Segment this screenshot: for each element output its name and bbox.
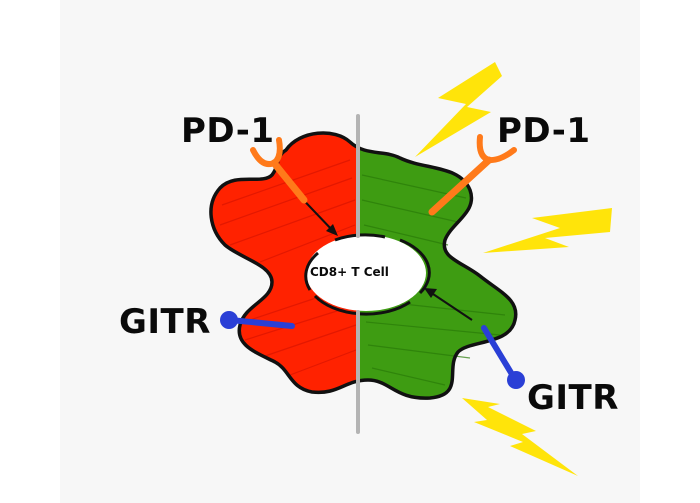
lightning-bolt-icon xyxy=(483,208,612,253)
cd8-t-cell-label: CD8+ T Cell xyxy=(310,265,389,279)
gitr-label-right: GITR xyxy=(527,378,619,418)
pd1-label-right: PD-1 xyxy=(497,111,591,151)
lightning-bolt-icon xyxy=(415,62,502,157)
lightning-bolt-icon xyxy=(462,398,578,476)
lollipop-receptor-icon xyxy=(220,311,295,329)
lollipop-receptor-icon xyxy=(481,325,525,389)
y-shaped-receptor-icon xyxy=(250,137,308,204)
gitr-label-left: GITR xyxy=(119,302,211,342)
pd1-label-left: PD-1 xyxy=(181,111,275,151)
cell-right-half xyxy=(358,132,516,399)
y-shaped-receptor-icon xyxy=(428,134,517,216)
arrow-icon xyxy=(424,288,473,321)
cd8-t-cell xyxy=(304,233,431,316)
